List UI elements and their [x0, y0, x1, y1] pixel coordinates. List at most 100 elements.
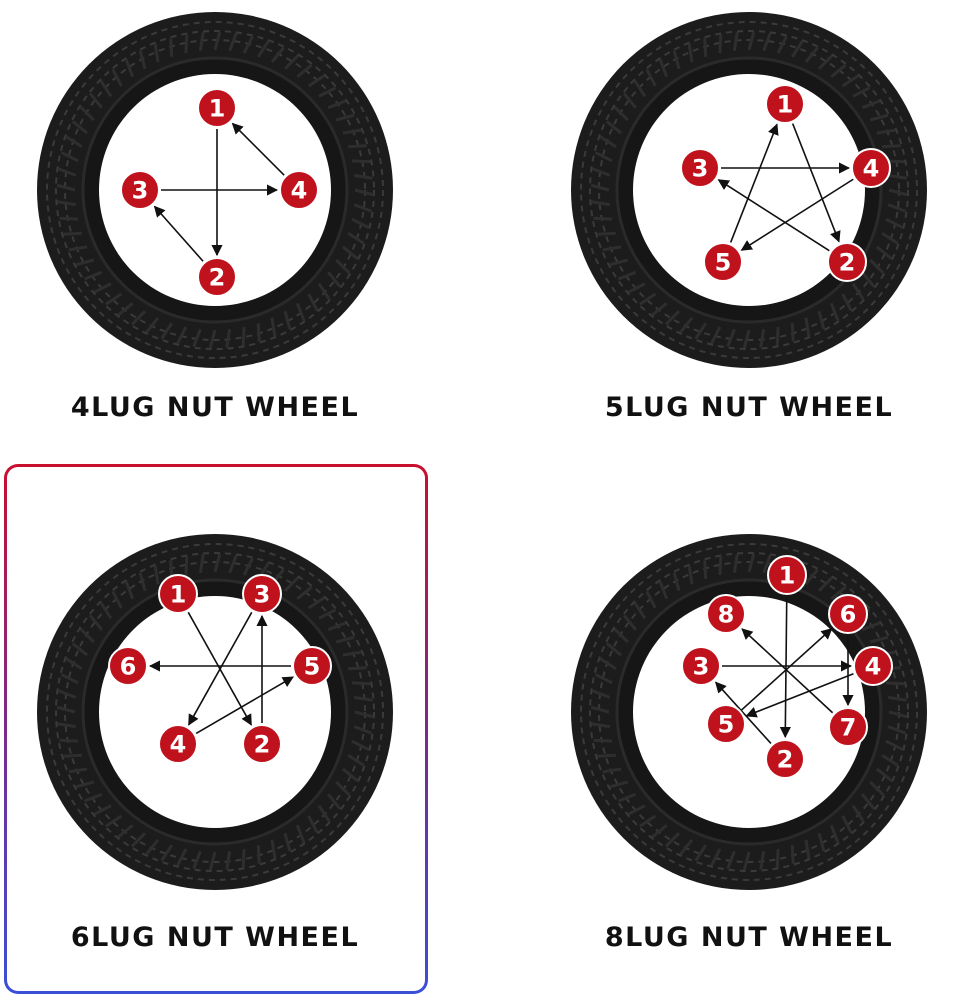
tire-tread	[852, 86, 871, 98]
arrow-line	[729, 123, 779, 243]
tire-tread	[241, 848, 246, 868]
tire-tread	[694, 322, 707, 340]
arrow-line	[740, 178, 854, 251]
tire-tread	[138, 50, 147, 70]
lug-nut-circle	[828, 594, 868, 634]
tire-tread	[192, 328, 202, 348]
tire-tread	[198, 554, 205, 573]
tire-tread	[111, 590, 123, 609]
lug-number: 6	[840, 601, 857, 629]
tire-tread	[598, 561, 900, 863]
tire-tread	[658, 580, 669, 600]
tire-tread	[605, 642, 623, 657]
arrow-line	[195, 676, 294, 735]
tire-tread	[307, 596, 326, 610]
tire-tread	[599, 135, 617, 148]
tire-tread	[732, 32, 739, 51]
tire-tread	[869, 113, 889, 122]
tire-tread	[817, 54, 834, 70]
tire-tread	[829, 302, 840, 322]
lug-nut-circle	[197, 257, 237, 297]
tire-tread	[228, 32, 238, 52]
tire-tread	[658, 58, 669, 78]
tire-tread	[651, 824, 668, 839]
lug-number: 2	[209, 264, 226, 292]
tire-tread	[645, 590, 657, 609]
tire-tread	[747, 553, 756, 573]
tire-tread	[817, 576, 834, 592]
tire-tread	[46, 21, 384, 359]
tire-tread	[57, 722, 76, 729]
tire-tread	[861, 621, 881, 632]
tire-tread	[617, 270, 637, 281]
tire-tread	[742, 851, 751, 871]
lug-number: 4	[291, 177, 308, 205]
tire-tread	[145, 316, 160, 334]
tire-tread	[851, 804, 865, 823]
tire-tread	[633, 79, 647, 98]
tire-tread	[726, 328, 736, 348]
tire-tread	[804, 46, 819, 64]
tire-tread	[327, 271, 342, 288]
tire-tread	[46, 543, 384, 881]
tire-tread	[327, 793, 342, 810]
tire-tread	[759, 851, 766, 870]
tire-tread	[591, 689, 611, 699]
tire-tread	[335, 780, 351, 797]
tire-tread	[591, 167, 611, 177]
lug-nut-circle	[120, 170, 160, 210]
tire-tread	[79, 627, 95, 644]
lug-number: 1	[779, 562, 796, 590]
lug-nut-circle	[828, 707, 868, 747]
tire-tread	[841, 815, 853, 834]
tire-tread	[348, 144, 367, 149]
tire-tread	[59, 738, 79, 743]
tire-tread	[869, 258, 885, 275]
tire-tread	[672, 572, 681, 592]
tire-tread	[830, 63, 847, 78]
tire-tread	[703, 38, 708, 57]
tire-tread	[63, 753, 82, 758]
tire-tread	[775, 848, 780, 868]
tire-tread	[881, 754, 899, 767]
tire-tread	[602, 245, 622, 252]
tire-tread	[242, 557, 254, 576]
tire-tread	[55, 552, 375, 872]
lug-nut-circle	[851, 148, 891, 188]
arrow-line	[153, 205, 204, 262]
tire-tread	[283, 832, 292, 852]
lug-number: 1	[209, 95, 226, 123]
tire-tread	[57, 167, 77, 177]
tire-tread	[75, 780, 95, 789]
tire-tread	[160, 322, 173, 340]
wheel-label: 8LUG NUT WHEEL	[604, 922, 894, 953]
lug-nut-circle: 1	[767, 555, 807, 595]
tire-tread	[881, 232, 899, 245]
tire-tread	[351, 681, 371, 686]
tire-tread	[598, 39, 900, 341]
tire-tread	[341, 245, 359, 260]
tire-tread	[726, 850, 736, 870]
tire-tread	[60, 673, 79, 685]
tire-tread	[710, 326, 722, 345]
lug-nut-circle: 5	[706, 704, 746, 744]
tire-tread	[804, 839, 811, 859]
lug-nut-circle: 1	[158, 574, 198, 614]
tire-tread	[672, 50, 681, 70]
tire-tread	[317, 804, 331, 823]
tire-tread	[885, 681, 905, 686]
tire-tread	[875, 245, 893, 260]
tire-tread	[327, 99, 347, 110]
arrow-line	[791, 123, 841, 243]
wheel-label: 6LUG NUT WHEEL	[70, 922, 360, 953]
tire-tread	[347, 232, 365, 245]
tire-tread	[354, 710, 374, 719]
tire-tread	[68, 767, 88, 774]
tire-tread	[256, 845, 261, 864]
tire-tread	[257, 40, 270, 58]
tire-tread	[353, 725, 373, 735]
wheel-hub	[99, 596, 331, 828]
tire-tread	[664, 310, 681, 326]
